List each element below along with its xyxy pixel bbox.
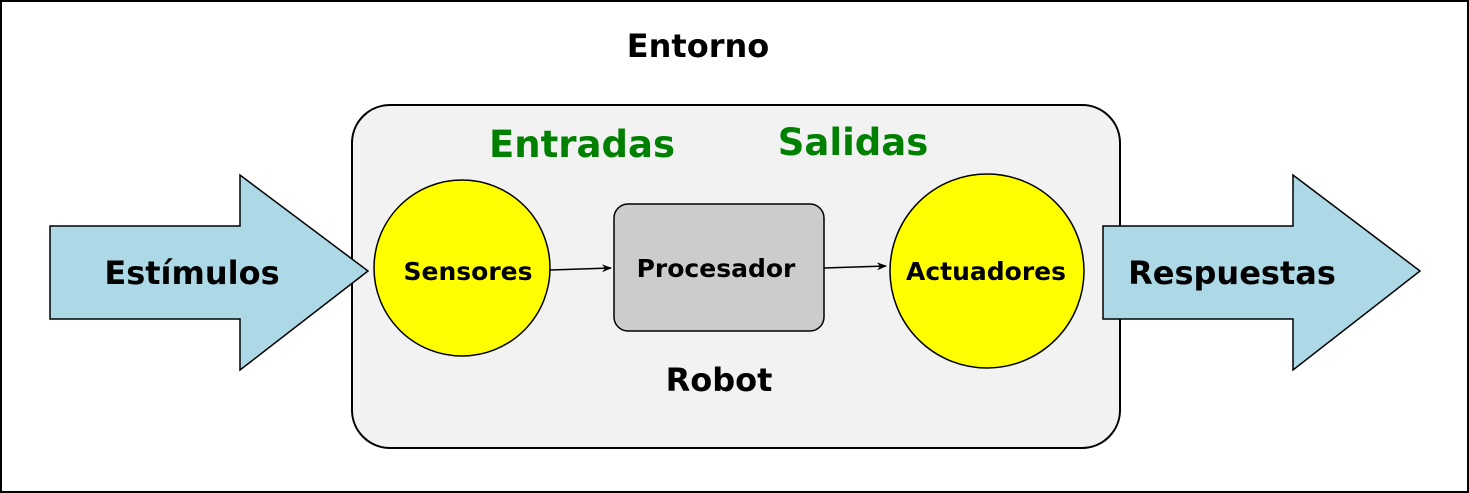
actuators-node [889,173,1085,369]
responses-label: Respuestas [1128,254,1336,292]
sensors-label: Sensores [404,257,533,286]
robot-label: Robot [666,361,773,399]
inputs-header: Entradas [489,123,675,166]
responses-arrow [1102,173,1422,372]
actuators-label: Actuadores [906,257,1066,286]
environment-label: Entorno [627,27,769,65]
stimuli-label: Estímulos [104,254,279,292]
sensors-node [373,179,551,357]
stimuli-arrow [49,173,370,372]
processor-label: Procesador [637,254,796,283]
outputs-header: Salidas [778,121,928,164]
processor-to-actuators-connector [823,262,887,271]
sensors-to-processor-connector [549,264,612,273]
